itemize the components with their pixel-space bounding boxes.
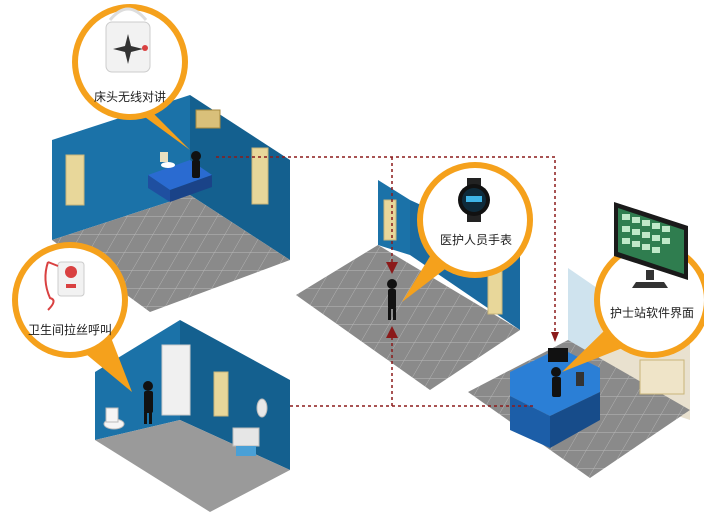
nurse-station-label: 护士站软件界面 <box>610 306 694 320</box>
nurse-figure-station <box>551 367 561 397</box>
water-heater <box>161 344 191 416</box>
callout-bathroom: 卫生间拉丝呼叫 <box>12 242 132 392</box>
monitor-icon <box>614 202 688 288</box>
patient-figure-bathroom <box>143 381 153 424</box>
toilet <box>103 407 125 430</box>
connector-ward-to-station <box>216 156 556 340</box>
ward-lamp <box>160 152 168 162</box>
corridor-floor <box>296 245 520 390</box>
smartwatch-icon <box>458 178 490 222</box>
ward-left-wall <box>52 95 190 240</box>
pull-cord-call-icon <box>44 261 85 311</box>
station-cabinet <box>639 359 685 395</box>
bathroom-room <box>95 320 290 512</box>
bedside-label: 床头无线对讲 <box>94 89 166 104</box>
patient-figure <box>191 151 201 161</box>
corridor-door <box>383 199 397 241</box>
ward-painting <box>195 109 221 129</box>
bathroom-mirror <box>256 398 268 418</box>
callout-watch: 医护人员手表 <box>402 162 533 302</box>
bathroom-door <box>213 371 229 417</box>
bedside-intercom-icon <box>105 7 151 73</box>
watch-label: 医护人员手表 <box>440 233 512 247</box>
desk-monitor <box>548 348 568 362</box>
connection-lines <box>216 156 556 407</box>
nurse-figure <box>387 279 397 320</box>
sink-cabinet <box>232 427 260 447</box>
corridor-side-door <box>487 269 503 315</box>
bathroom-label: 卫生间拉丝呼叫 <box>28 322 112 337</box>
ward-door <box>65 154 85 206</box>
station-chair <box>576 372 584 386</box>
callout-nurse-station: 护士站软件界面 <box>562 202 704 372</box>
ward-back-wall <box>190 95 290 260</box>
bathroom-floor <box>95 420 290 512</box>
callout-bedside: 床头无线对讲 <box>72 4 190 150</box>
ward-side-door <box>251 147 269 205</box>
arrow-into-station <box>551 332 559 342</box>
